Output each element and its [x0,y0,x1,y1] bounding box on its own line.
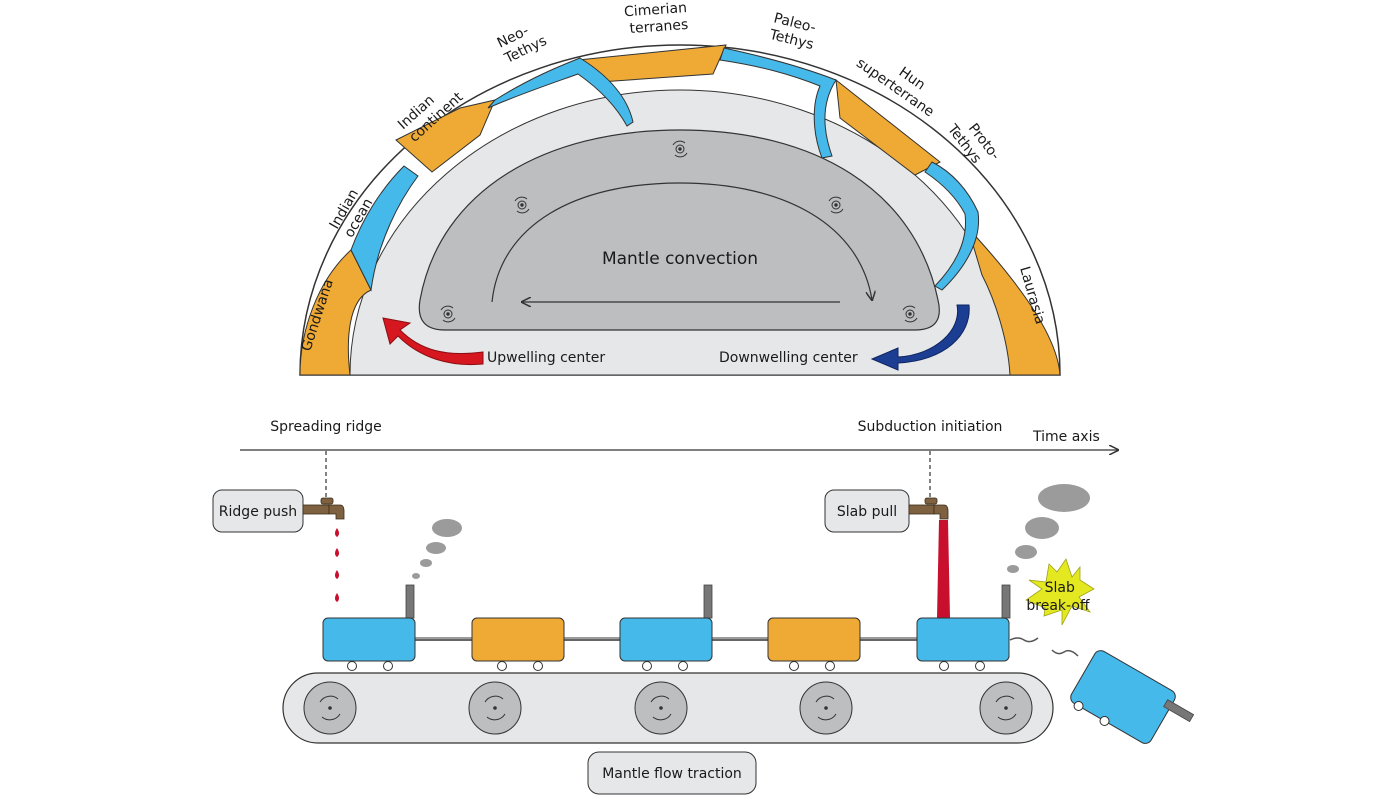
red-drops [335,528,339,602]
broken-coupling-right [1051,649,1079,657]
ridge-faucet-icon [302,497,345,520]
proto-tethys-plate [924,161,980,291]
downwelling-arrow [870,304,970,371]
mantle-convection-label: Mantle convection [602,249,758,269]
hun-superterrane-plate [835,78,941,176]
roller [634,681,688,735]
smoke-puffs-right [1007,484,1090,573]
laurasia-plate [967,227,1061,376]
slab-breakoff-star [1025,558,1095,626]
rotation-icon [514,196,530,214]
drop [335,548,339,557]
roller [799,681,853,735]
spreading-ridge-label: Spreading ridge [270,419,381,435]
neo-tethys-label: Neo- Tethys [494,18,550,68]
rotation-icon [440,305,456,323]
ridge-push-label: Ridge push [219,504,297,520]
cimerian-line-1: Cimerian [624,0,688,20]
mantle-flow-traction-box [587,751,757,795]
slab-pull-stream [937,520,950,618]
roller [468,681,522,735]
mantle-convection-cell [418,129,940,331]
slab-breakoff-line-2: break-off [1026,598,1090,614]
smoke-puffs-left [412,519,462,579]
rotation-icon [902,305,918,323]
mantle-flow-traction-label: Mantle flow traction [602,766,742,782]
conveyor-analogy: Spreading ridge Subduction initiation Ti… [212,419,1195,795]
indian-continent-plate [395,99,496,173]
time-axis-label: Time axis [1032,429,1100,445]
train-car-ocean-1 [322,584,416,671]
roller [303,681,357,735]
rotation-icon [828,196,844,214]
train-car-ocean-3 [916,584,1011,671]
rotation-icon [672,140,688,158]
train-car-falling [1070,650,1195,744]
paleo-tethys-label: Paleo- Tethys [767,10,822,54]
slab-pull-label: Slab pull [837,504,897,520]
cimerian-terranes-label: Cimerian terranes [624,0,694,37]
drop [335,570,339,579]
paleo-tethys-plate [719,47,837,159]
slab-breakoff-label: Slab break-off [1026,580,1090,614]
train-car-continent-2 [767,617,861,671]
rotation-icons [440,140,918,323]
broken-coupling-left [1009,637,1039,643]
drop [335,528,339,537]
downwelling-center-label: Downwelling center [719,350,858,366]
roller [979,681,1033,735]
drop [335,593,339,602]
upwelling-center-label: Upwelling center [487,350,605,366]
neo-tethys-plate [487,57,634,127]
convection-flow-arc [491,182,872,303]
conveyor-rollers [303,681,1033,735]
slab-faucet-icon [908,497,949,520]
indian-ocean-plate [350,165,419,292]
upwelling-arrow [382,317,484,366]
cimerian-line-2: terranes [629,17,689,37]
subduction-initiation-label: Subduction initiation [858,419,1003,435]
train-car-ocean-2 [619,584,713,671]
mantle-hemisphere: Mantle convection Upwelling center Downw… [299,0,1061,376]
slab-breakoff-line-1: Slab [1045,580,1075,596]
train-car-continent-1 [471,617,565,671]
